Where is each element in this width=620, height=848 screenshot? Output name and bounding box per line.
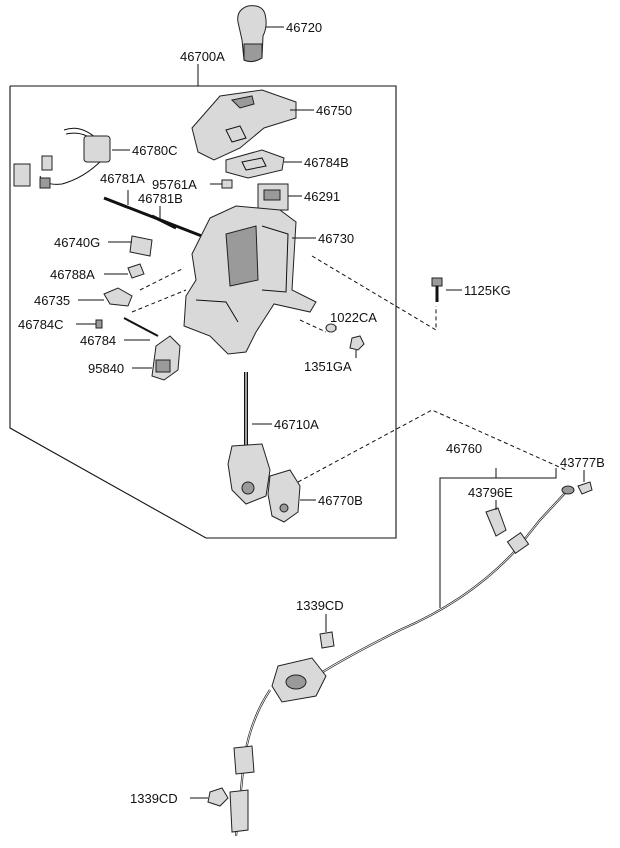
label-46740g: 46740G	[54, 235, 100, 250]
bushing-upper	[319, 614, 335, 649]
shift-knob	[237, 5, 284, 63]
retainer-and-clip	[485, 470, 593, 537]
label-1339cd-upper: 1339CD	[296, 598, 344, 613]
label-46760: 46760	[446, 441, 482, 456]
label-1022ca: 1022CA	[330, 310, 377, 325]
solenoid	[257, 183, 302, 211]
indicator-cover	[191, 89, 314, 161]
label-1125kg: 1125KG	[464, 283, 511, 298]
label-46781b: 46781B	[138, 191, 183, 206]
assembly-frame	[9, 64, 397, 539]
label-1339cd-lower: 1339CD	[130, 791, 178, 806]
shift-lever	[227, 372, 272, 505]
indicator-plate	[225, 149, 302, 179]
lever-46735	[76, 287, 133, 329]
label-46700a: 46700A	[180, 49, 225, 64]
nut-lower	[190, 787, 229, 807]
label-46710a: 46710A	[274, 417, 319, 432]
switch-95840	[132, 335, 181, 381]
label-1351ga: 1351GA	[304, 359, 352, 374]
cable-assy	[229, 468, 575, 837]
label-46784b: 46784B	[304, 155, 349, 170]
label-95761a: 95761A	[152, 177, 197, 192]
washer-and-nut	[325, 323, 365, 358]
dashed-leaders-lower	[297, 409, 567, 483]
label-46720: 46720	[286, 20, 322, 35]
label-46788a: 46788A	[50, 267, 95, 282]
label-43777b: 43777B	[560, 455, 605, 470]
clip-95761a	[210, 179, 233, 189]
wiring-harness	[13, 127, 130, 189]
label-46770b: 46770B	[318, 493, 363, 508]
label-46780c: 46780C	[132, 143, 178, 158]
pins	[103, 190, 213, 242]
label-46781a: 46781A	[100, 171, 145, 186]
label-46784c: 46784C	[18, 317, 64, 332]
bolt-1125kg	[431, 277, 462, 302]
label-46291: 46291	[304, 189, 340, 204]
label-43796e: 43796E	[468, 485, 513, 500]
detent-plate	[267, 469, 316, 523]
label-95840: 95840	[88, 361, 124, 376]
damper-46788a	[104, 263, 145, 279]
dashed-leaders-upper	[131, 255, 437, 333]
spring-46784	[123, 317, 159, 341]
labels: 46720 46700A 46750 46780C 46784B 46781A …	[18, 20, 605, 806]
lever-46740g	[108, 235, 153, 257]
bracket-housing	[183, 205, 317, 355]
label-46735: 46735	[34, 293, 70, 308]
label-46750: 46750	[316, 103, 352, 118]
label-46784: 46784	[80, 333, 116, 348]
label-46730: 46730	[318, 231, 354, 246]
